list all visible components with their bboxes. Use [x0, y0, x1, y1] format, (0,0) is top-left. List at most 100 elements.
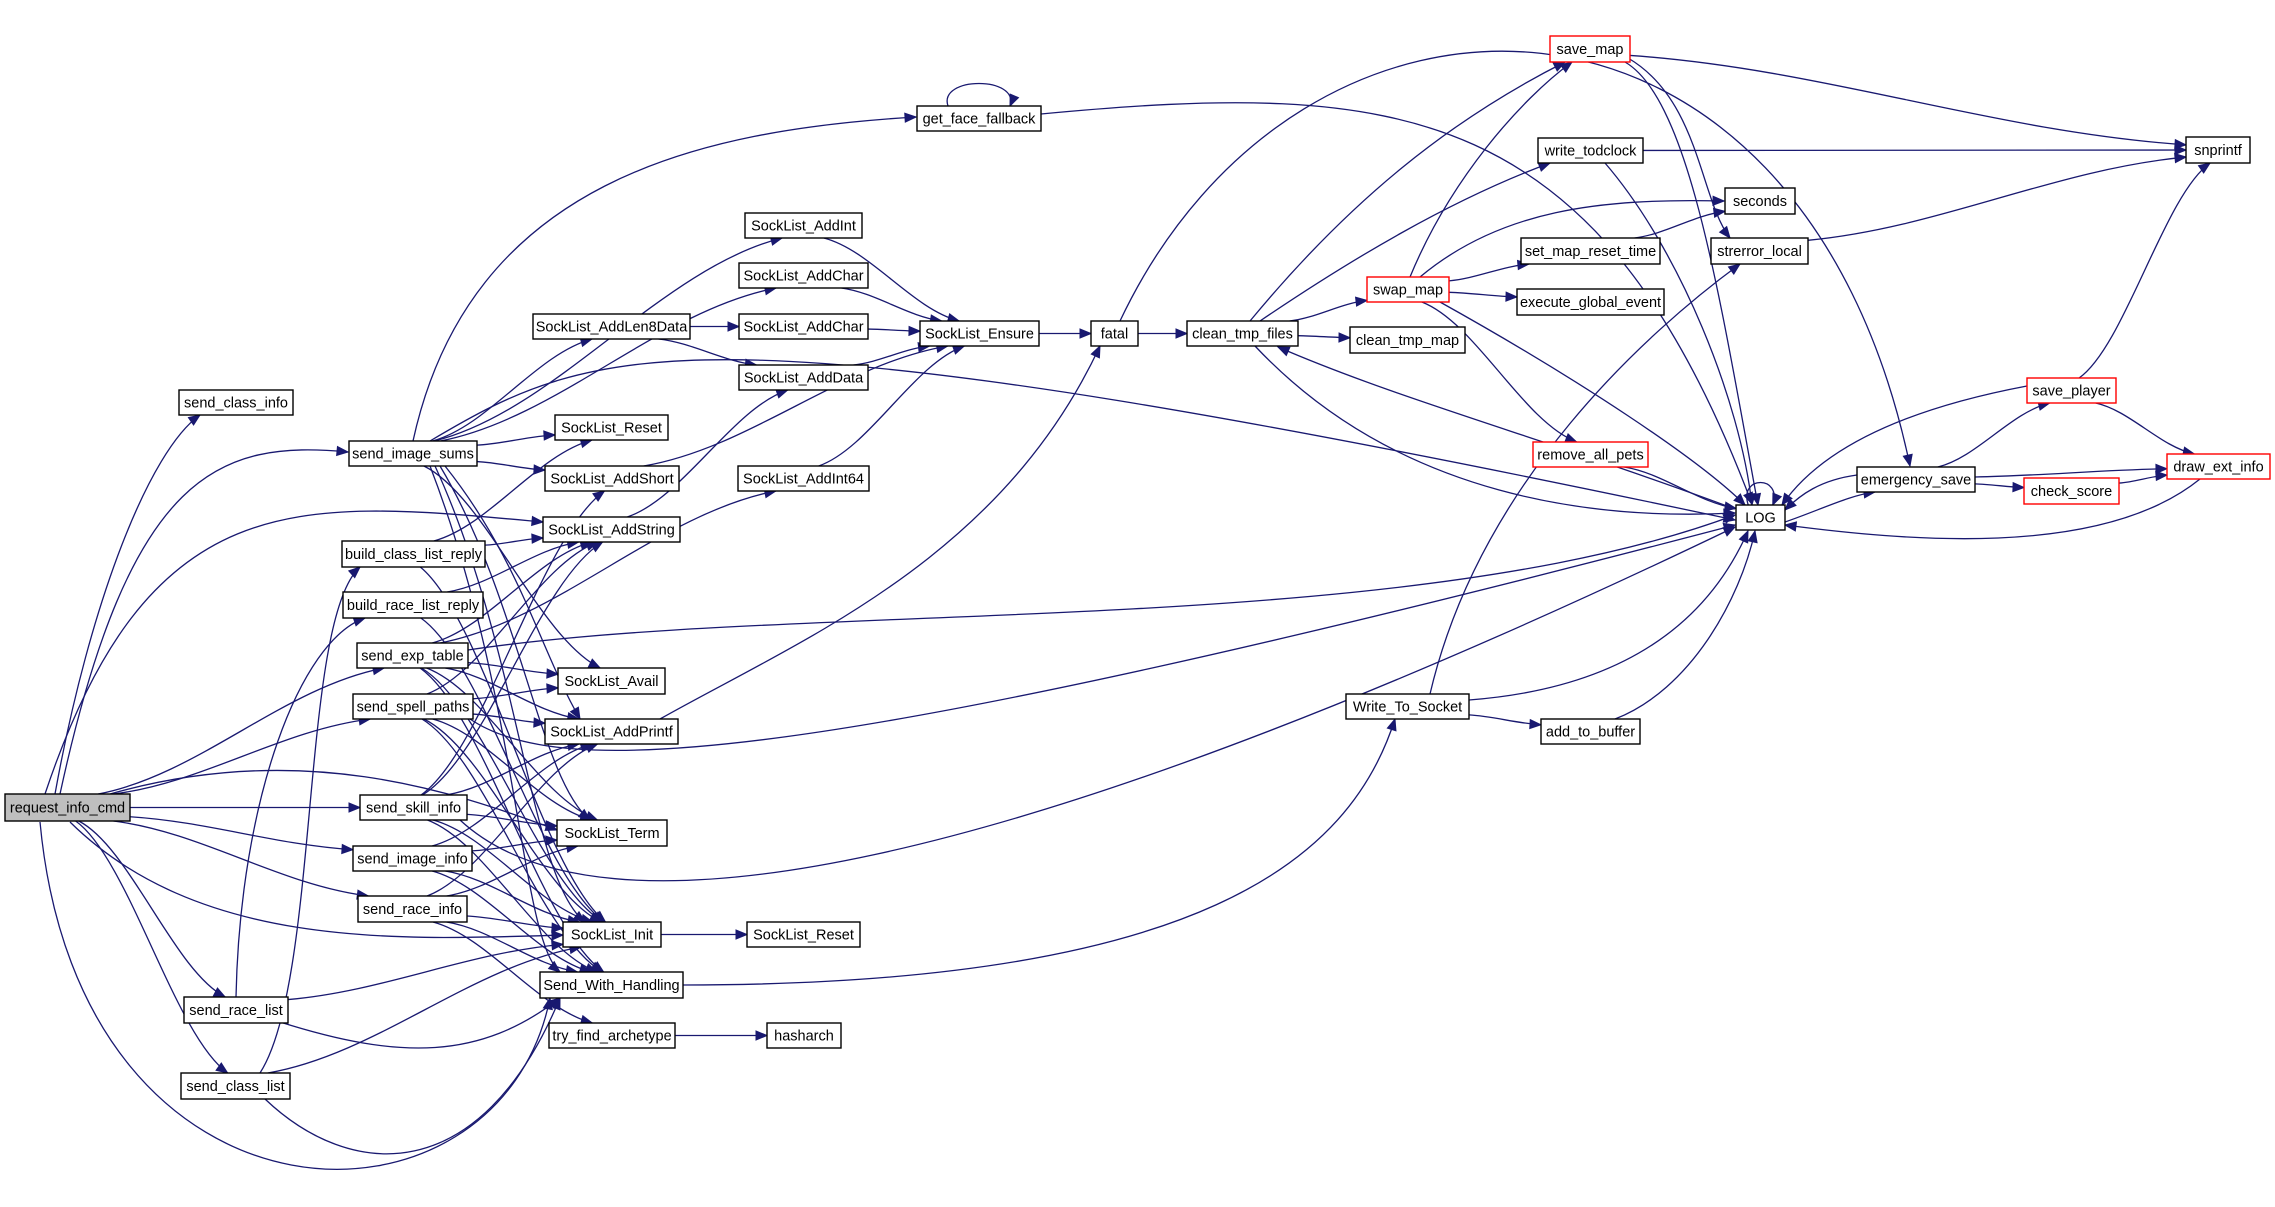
node-write-todclock[interactable]: write_todclock — [1537, 137, 1644, 164]
node-socklist-init[interactable]: SockList_Init — [562, 921, 662, 948]
node-box[interactable] — [1549, 35, 1631, 63]
node-box[interactable] — [542, 516, 681, 543]
node-box[interactable] — [738, 364, 869, 391]
node-socklist-adddata[interactable]: SockList_AddData — [738, 364, 869, 391]
node-box[interactable] — [557, 667, 666, 695]
node-socklist-addint64[interactable]: SockList_AddInt64 — [737, 465, 870, 492]
node-box[interactable] — [548, 1022, 676, 1049]
node-box[interactable] — [180, 1072, 291, 1100]
node-socklist-addprintf[interactable]: SockList_AddPrintf — [544, 718, 679, 745]
node-fatal[interactable]: fatal — [1090, 320, 1139, 347]
node-socklist-avail[interactable]: SockList_Avail — [557, 667, 666, 695]
node-hasharch[interactable]: hasharch — [766, 1022, 842, 1049]
node-box[interactable] — [916, 105, 1042, 132]
node-socklist-addchar-1[interactable]: SockList_AddChar — [738, 262, 869, 289]
node-send-race-list[interactable]: send_race_list — [183, 996, 289, 1024]
node-execute-global-event[interactable]: execute_global_event — [1516, 288, 1665, 316]
node-socklist-ensure[interactable]: SockList_Ensure — [919, 320, 1040, 347]
node-save-map[interactable]: save_map — [1549, 35, 1631, 63]
node-box[interactable] — [1724, 187, 1796, 215]
node-box[interactable] — [556, 819, 668, 847]
node-send-class-info[interactable]: send_class_info — [178, 389, 294, 416]
node-socklist-term[interactable]: SockList_Term — [556, 819, 668, 847]
node-send-class-list[interactable]: send_class_list — [180, 1072, 291, 1100]
node-box[interactable] — [342, 591, 484, 619]
node-box[interactable] — [183, 996, 289, 1024]
node-box[interactable] — [544, 718, 679, 745]
node-draw-ext-info[interactable]: draw_ext_info — [2166, 453, 2271, 480]
node-request-info-cmd[interactable]: request_info_cmd — [4, 793, 131, 822]
node-box[interactable] — [539, 971, 684, 999]
node-send-exp-table[interactable]: send_exp_table — [356, 642, 469, 669]
node-get-face-fallback[interactable]: get_face_fallback — [916, 105, 1042, 132]
node-box[interactable] — [554, 414, 669, 441]
node-box[interactable] — [744, 212, 863, 239]
node-box[interactable] — [2023, 477, 2120, 505]
node-box[interactable] — [1520, 237, 1661, 265]
node-send-with-handling[interactable]: Send_With_Handling — [539, 971, 684, 999]
node-build-class-list-reply[interactable]: build_class_list_reply — [341, 540, 486, 568]
node-box[interactable] — [1349, 326, 1466, 354]
node-box[interactable] — [1856, 466, 1976, 493]
node-socklist-addlen8data[interactable]: SockList_AddLen8Data — [532, 313, 691, 340]
node-box[interactable] — [178, 389, 294, 416]
node-set-map-reset-time[interactable]: set_map_reset_time — [1520, 237, 1661, 265]
node-socklist-addshort[interactable]: SockList_AddShort — [544, 465, 680, 492]
node-remove-all-pets[interactable]: remove_all_pets — [1532, 441, 1649, 468]
node-socklist-reset-1[interactable]: SockList_Reset — [554, 414, 669, 441]
node-try-find-archetype[interactable]: try_find_archetype — [548, 1022, 676, 1049]
node-box[interactable] — [1537, 137, 1644, 164]
node-seconds[interactable]: seconds — [1724, 187, 1796, 215]
node-box[interactable] — [1540, 718, 1641, 745]
node-box[interactable] — [738, 262, 869, 289]
node-send-image-info[interactable]: send_image_info — [352, 845, 473, 872]
node-clean-tmp-map[interactable]: clean_tmp_map — [1349, 326, 1466, 354]
node-box[interactable] — [562, 921, 662, 948]
node-box[interactable] — [4, 793, 131, 822]
node-build-race-list-reply[interactable]: build_race_list_reply — [342, 591, 484, 619]
node-socklist-addchar-2[interactable]: SockList_AddChar — [738, 313, 869, 340]
node-box[interactable] — [2166, 453, 2271, 480]
node-send-race-info[interactable]: send_race_info — [357, 895, 468, 923]
node-add-to-buffer[interactable]: add_to_buffer — [1540, 718, 1641, 745]
node-emergency-save[interactable]: emergency_save — [1856, 466, 1976, 493]
node-box[interactable] — [341, 540, 486, 568]
node-box[interactable] — [1366, 276, 1450, 303]
node-box[interactable] — [544, 465, 680, 492]
node-box[interactable] — [766, 1022, 842, 1049]
node-box[interactable] — [1345, 693, 1470, 720]
node-box[interactable] — [352, 693, 474, 720]
node-box[interactable] — [1710, 237, 1809, 265]
node-box[interactable] — [348, 440, 478, 467]
node-box[interactable] — [352, 845, 473, 872]
node-write-to-socket[interactable]: Write_To_Socket — [1345, 693, 1470, 720]
node-box[interactable] — [1735, 504, 1786, 531]
node-box[interactable] — [746, 921, 861, 948]
node-swap-map[interactable]: swap_map — [1366, 276, 1450, 303]
node-send-image-sums[interactable]: send_image_sums — [348, 440, 478, 467]
node-socklist-reset-2[interactable]: SockList_Reset — [746, 921, 861, 948]
node-check-score[interactable]: check_score — [2023, 477, 2120, 505]
node-strerror-local[interactable]: strerror_local — [1710, 237, 1809, 265]
node-save-player[interactable]: save_player — [2026, 377, 2117, 404]
node-box[interactable] — [737, 465, 870, 492]
node-box[interactable] — [2185, 136, 2251, 164]
node-box[interactable] — [532, 313, 691, 340]
node-box[interactable] — [356, 642, 469, 669]
node-box[interactable] — [1532, 441, 1649, 468]
node-box[interactable] — [359, 794, 468, 821]
node-box[interactable] — [1090, 320, 1139, 347]
node-box[interactable] — [738, 313, 869, 340]
node-log[interactable]: LOG — [1735, 504, 1786, 531]
node-clean-tmp-files[interactable]: clean_tmp_files — [1186, 320, 1299, 347]
node-socklist-addstring[interactable]: SockList_AddString — [542, 516, 681, 543]
node-send-skill-info[interactable]: send_skill_info — [359, 794, 468, 821]
node-box[interactable] — [1516, 288, 1665, 316]
node-socklist-addint[interactable]: SockList_AddInt — [744, 212, 863, 239]
node-box[interactable] — [919, 320, 1040, 347]
node-send-spell-paths[interactable]: send_spell_paths — [352, 693, 474, 720]
node-box[interactable] — [1186, 320, 1299, 347]
node-box[interactable] — [2026, 377, 2117, 404]
node-snprintf[interactable]: snprintf — [2185, 136, 2251, 164]
node-box[interactable] — [357, 895, 468, 923]
